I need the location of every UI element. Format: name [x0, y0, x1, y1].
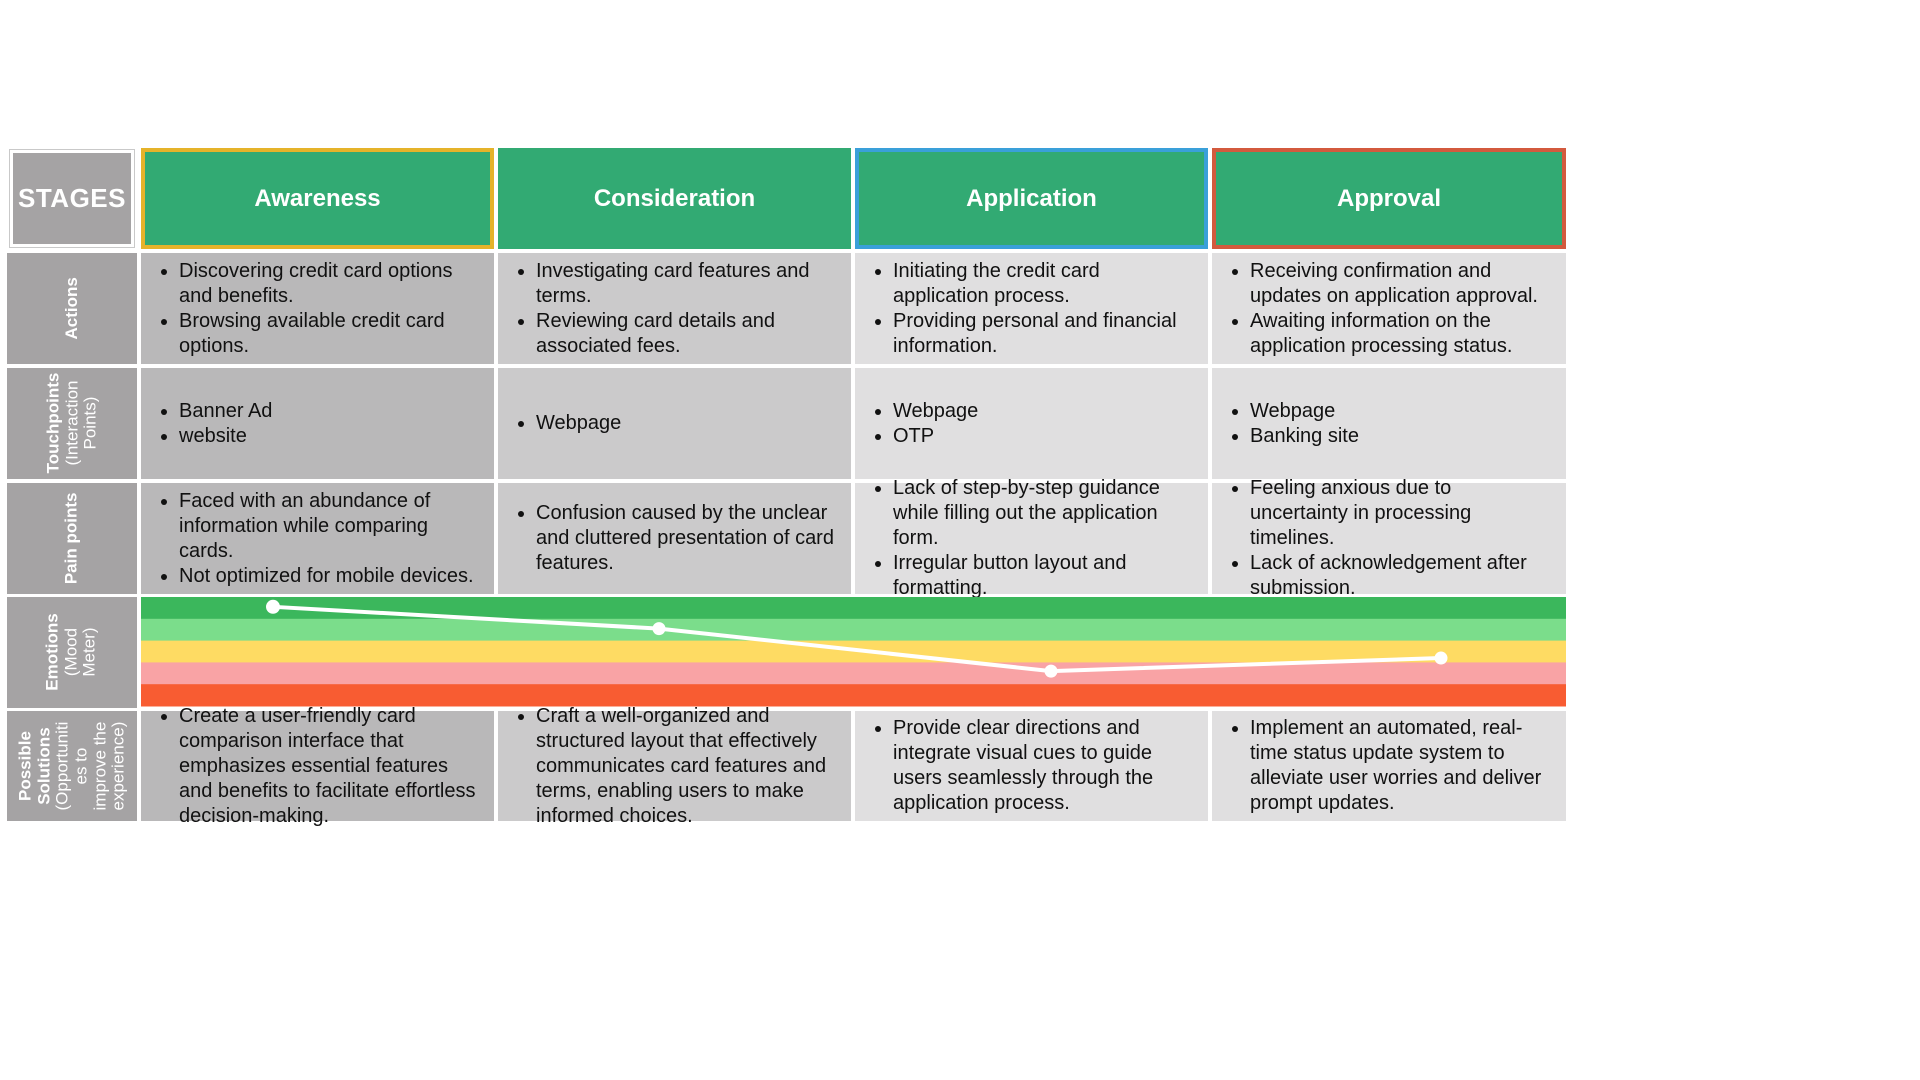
row-label-text: Possible [14, 731, 34, 801]
list-item: Awaiting information on the application … [1250, 309, 1552, 359]
stage-header-awareness: Awareness [141, 148, 494, 249]
list-item: Banking site [1250, 424, 1359, 449]
row-label-text: Solutions [33, 727, 53, 805]
stage-title: Approval [1336, 184, 1441, 212]
row-label-actions: Actions [7, 253, 137, 364]
mood-point [652, 622, 666, 636]
list-item: Webpage [1250, 399, 1359, 424]
row-label-subtext: experience) [108, 721, 128, 811]
row-label-touchpoints: Touchpoints (Interaction Points) [7, 368, 137, 479]
row-label-text: Emotions [42, 613, 62, 692]
touchpoints-cell-application: WebpageOTP [855, 368, 1208, 479]
stage-title: Application [966, 184, 1097, 212]
stage-header-approval: Approval [1212, 148, 1566, 249]
stage-title: Awareness [254, 184, 381, 212]
touchpoints-cell-consideration: Webpage [498, 368, 851, 479]
list-item: Webpage [893, 399, 978, 424]
actions-cell-approval: Receiving confirmation and updates on ap… [1212, 253, 1566, 364]
list-item: Faced with an abundance of information w… [179, 489, 480, 564]
list-item: Browsing available credit card options. [179, 309, 480, 359]
actions-cell-awareness: Discovering credit card options and bene… [141, 253, 494, 364]
mood-band [141, 662, 1566, 685]
list-item: website [179, 424, 272, 449]
list-item: Investigating card features and terms. [536, 259, 837, 309]
list-item: Confusion caused by the unclear and clut… [536, 501, 837, 576]
list-item: Banner Ad [179, 399, 272, 424]
list-item: Implement an automated, real-time status… [1250, 716, 1552, 816]
list-item: Feeling anxious due to uncertainty in pr… [1250, 476, 1552, 551]
list-item: OTP [893, 424, 978, 449]
list-item: Initiating the credit card application p… [893, 259, 1194, 309]
list-item: Webpage [536, 411, 621, 436]
list-item: Receiving confirmation and updates on ap… [1250, 259, 1552, 309]
row-label-subtext: (Opportuniti [52, 721, 72, 811]
pain-points-cell-awareness: Faced with an abundance of information w… [141, 483, 494, 594]
row-label-subtext: (Mood [61, 628, 81, 677]
row-label-subtext: improve the [89, 721, 109, 811]
list-item: Provide clear directions and integrate v… [893, 716, 1194, 816]
stage-header-application: Application [855, 148, 1208, 249]
pain-points-cell-consideration: Confusion caused by the unclear and clut… [498, 483, 851, 594]
row-label-subtext: Points) [80, 397, 100, 450]
actions-cell-consideration: Investigating card features and terms.Re… [498, 253, 851, 364]
list-item: Irregular button layout and formatting. [893, 551, 1194, 601]
list-item: Lack of acknowledgement after submission… [1250, 551, 1552, 601]
solutions-cell-application: Provide clear directions and integrate v… [855, 711, 1208, 821]
row-label-emotions: Emotions (Mood Meter) [7, 597, 137, 708]
list-item: Lack of step-by-step guidance while fill… [893, 476, 1194, 551]
row-label-solutions: Possible Solutions (Opportuniti es to im… [7, 711, 137, 821]
row-label-text: Touchpoints [42, 373, 62, 474]
mood-point [266, 599, 280, 614]
list-item: Not optimized for mobile devices. [179, 564, 480, 589]
mood-band [141, 618, 1566, 642]
stages-header-cell: STAGES [9, 149, 135, 248]
touchpoints-cell-approval: WebpageBanking site [1212, 368, 1566, 479]
list-item: Reviewing card details and associated fe… [536, 309, 837, 359]
row-label-pain-points: Pain points [7, 483, 137, 594]
pain-points-cell-application: Lack of step-by-step guidance while fill… [855, 477, 1208, 599]
solutions-cell-consideration: Craft a well-organized and structured la… [498, 705, 851, 827]
mood-line [272, 604, 1442, 674]
mood-point [1434, 651, 1448, 665]
mood-band [141, 640, 1566, 663]
row-label-subtext: Meter) [80, 627, 100, 678]
stage-title: Consideration [593, 184, 756, 212]
row-label-subtext: es to [70, 747, 90, 785]
row-label-text: Actions [61, 277, 81, 340]
list-item: Providing personal and financial informa… [893, 309, 1194, 359]
list-item: Discovering credit card options and bene… [179, 259, 480, 309]
pain-points-cell-approval: Feeling anxious due to uncertainty in pr… [1212, 477, 1566, 599]
row-label-subtext: (Interaction [61, 380, 81, 467]
stage-header-consideration: Consideration [498, 148, 851, 249]
solutions-cell-approval: Implement an automated, real-time status… [1212, 711, 1566, 821]
row-label-text: Pain points [61, 492, 81, 585]
touchpoints-cell-awareness: Banner Adwebsite [141, 368, 494, 479]
list-item: Craft a well-organized and structured la… [536, 704, 837, 829]
actions-cell-application: Initiating the credit card application p… [855, 253, 1208, 364]
list-item: Create a user-friendly card comparison i… [179, 704, 480, 829]
stages-label: STAGES [18, 183, 126, 213]
mood-point [1044, 664, 1058, 678]
solutions-cell-awareness: Create a user-friendly card comparison i… [141, 705, 494, 827]
